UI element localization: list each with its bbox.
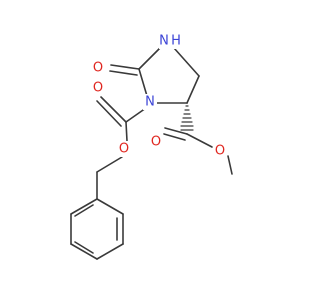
bond-o-ch3 xyxy=(227,155,233,175)
bond-ph-1 xyxy=(96,198,124,215)
bond-ph-inner-2 xyxy=(74,241,94,254)
atom-o-me-ester: O xyxy=(213,143,227,159)
bond-cbz-co-single xyxy=(125,121,128,142)
atom-o-cbz-ester: O xyxy=(117,141,131,157)
bond-ester-co-single xyxy=(186,133,213,148)
structure-diagram: N H N O O O O O xyxy=(70,33,233,260)
bond-ester-co-a xyxy=(164,127,188,135)
atom-n3-label: N xyxy=(145,95,155,110)
atom-o-cbz-carbonyl: O xyxy=(91,80,105,96)
bond-c2-o-double-a xyxy=(110,64,140,70)
stereo-hashed-wedge xyxy=(180,105,194,131)
atom-o-me-carbonyl-label: O xyxy=(151,135,161,150)
bond-ph-4 xyxy=(70,243,98,260)
atom-o-me-carbonyl: O xyxy=(149,134,163,150)
atom-o-cbz-ester-label: O xyxy=(119,142,129,157)
atom-o-cbz-carbonyl-label: O xyxy=(93,81,103,96)
atoms: N H N O O O O O xyxy=(91,33,227,159)
atom-nh-h: H xyxy=(171,34,181,49)
bond-c2-o-double-b xyxy=(109,70,138,76)
atom-n3: N xyxy=(143,94,157,110)
bond-n3-c2 xyxy=(138,68,148,97)
bonds xyxy=(70,47,233,260)
bond-o-ch2 xyxy=(96,156,123,173)
bond-nh-ch2 xyxy=(173,47,200,77)
bond-ph-3 xyxy=(96,243,124,260)
atom-nh: N H xyxy=(159,33,181,49)
bond-cbz-co-a xyxy=(100,96,127,123)
bond-n3-cbzc xyxy=(125,107,147,123)
atom-o-ring-carbonyl-label: O xyxy=(93,61,103,76)
bond-ch2-c4 xyxy=(186,75,200,104)
atom-nh-n: N xyxy=(159,34,169,49)
bond-c2-nh xyxy=(138,47,161,70)
atom-o-me-ester-label: O xyxy=(215,144,225,159)
bond-ph-inner-3 xyxy=(74,204,94,217)
bond-ph-6 xyxy=(70,198,98,215)
bond-cbz-co-b xyxy=(96,100,122,127)
bond-ester-co-b xyxy=(163,133,186,141)
atom-o-ring-carbonyl: O xyxy=(91,60,105,76)
